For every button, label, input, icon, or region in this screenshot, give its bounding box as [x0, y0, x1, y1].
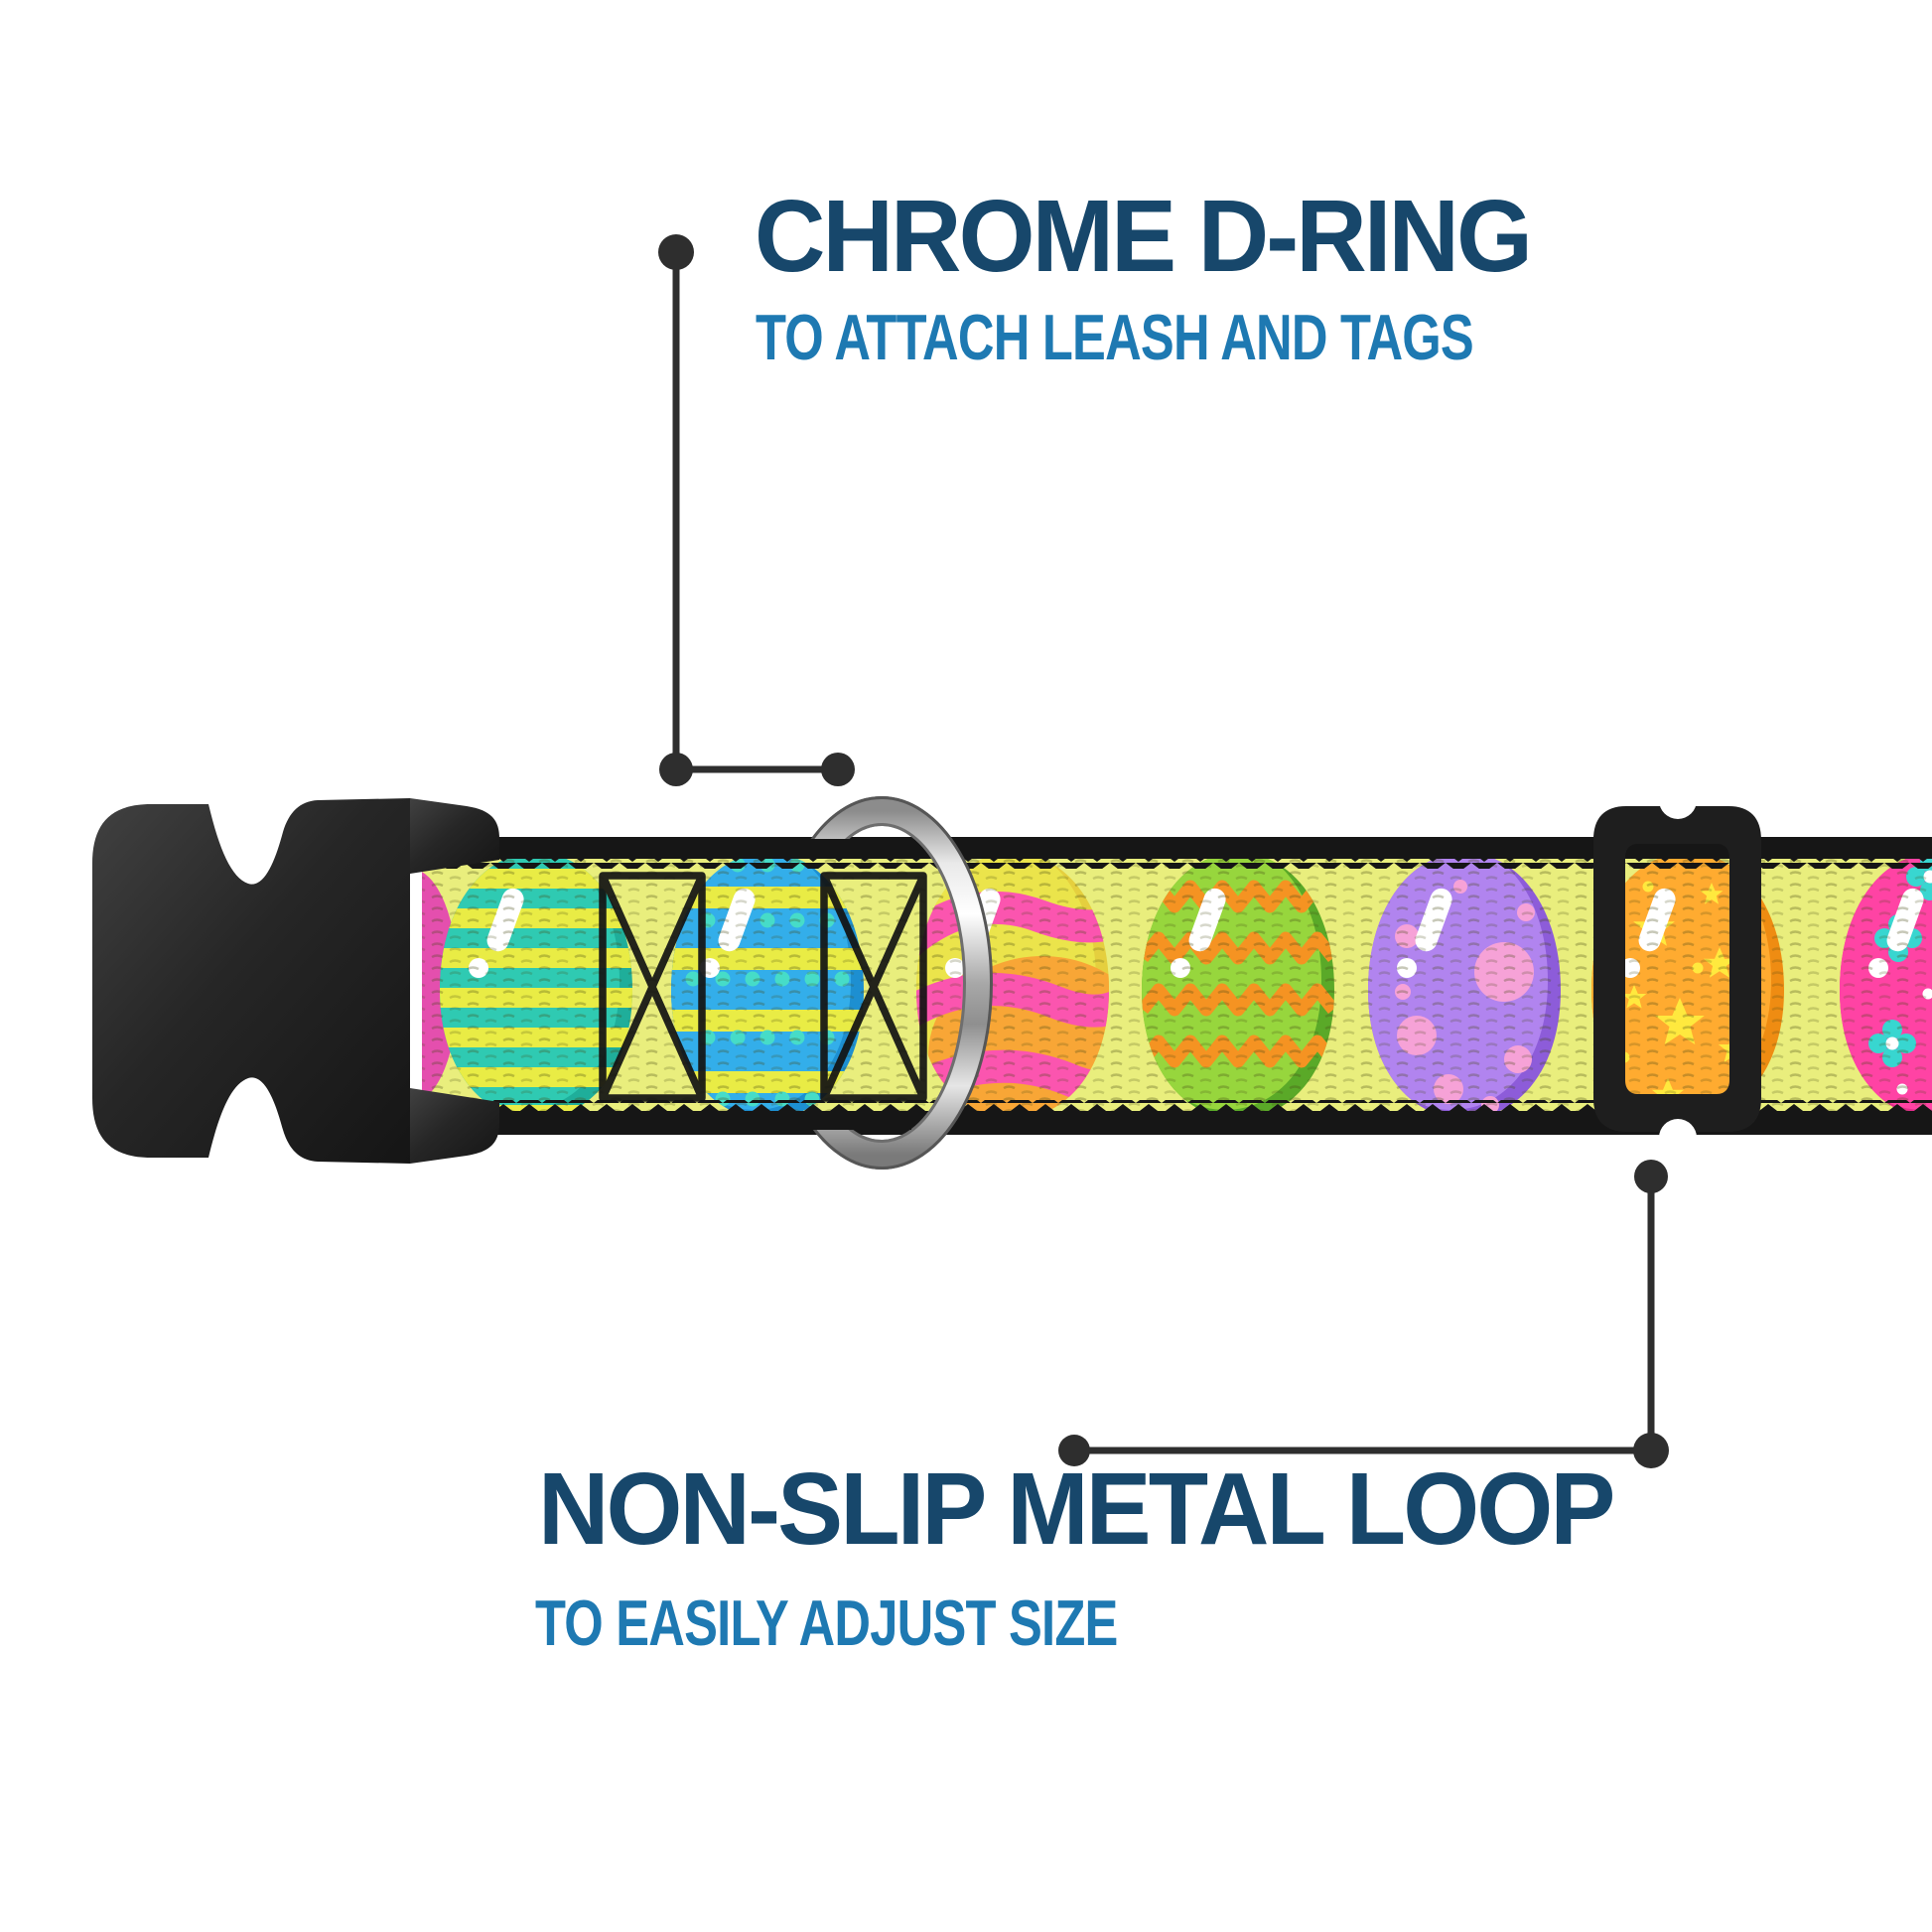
- slider-top-notch: [1659, 781, 1697, 819]
- metal-loop-slider: [1593, 781, 1761, 1157]
- callout-dot: [659, 753, 693, 786]
- webbing-top-edge-teeth: [422, 858, 1932, 869]
- buckle-top-arm: [410, 798, 499, 874]
- webbing-weave-texture: [422, 849, 1932, 1123]
- callout-leader-d-ring: [658, 234, 855, 786]
- callout-subtitle-d-ring: TO ATTACH LEASH AND TAGS: [756, 301, 1474, 373]
- webbing-top-edge: [422, 837, 1932, 859]
- callout-dot: [821, 753, 855, 786]
- callout-dot: [1058, 1435, 1090, 1466]
- callout-title-d-ring: CHROME D-RING: [755, 179, 1533, 293]
- callout-dot: [658, 234, 694, 270]
- side-release-buckle: [92, 798, 499, 1164]
- callout-dot: [1634, 1160, 1668, 1193]
- callout-subtitle-metal-loop: TO EASILY ADJUST SIZE: [535, 1587, 1118, 1659]
- callout-title-metal-loop: NON-SLIP METAL LOOP: [538, 1451, 1615, 1566]
- webbing-bottom-edge-teeth: [422, 1100, 1932, 1111]
- callout-leaders: [658, 234, 1669, 1468]
- slider-bottom-notch: [1659, 1119, 1697, 1157]
- callout-leader-metal-loop: [1058, 1160, 1669, 1468]
- stitch-box-1: [599, 872, 706, 1102]
- callout-dot: [1633, 1433, 1669, 1468]
- buckle-bottom-arm: [410, 1088, 499, 1164]
- stitch-box-2: [820, 872, 927, 1102]
